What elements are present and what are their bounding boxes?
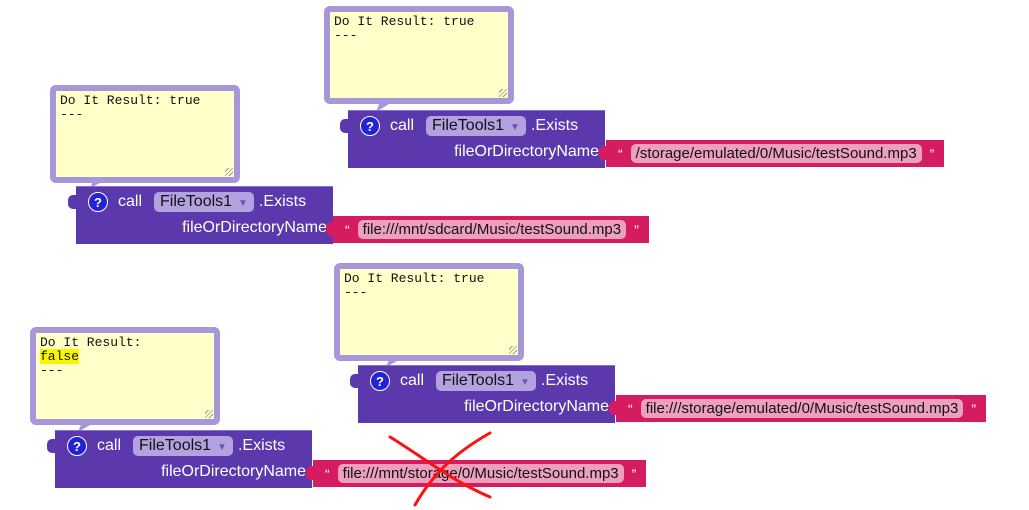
result-separator: --- bbox=[334, 28, 358, 43]
chevron-down-icon: ▼ bbox=[520, 377, 530, 388]
result-title: Do It Result: true bbox=[60, 93, 201, 108]
call-exists-block[interactable]: ? call FileTools1 ▼ .Exists fileOrDirecto… bbox=[47, 430, 312, 488]
help-icon[interactable]: ? bbox=[360, 116, 380, 136]
open-quote: “ bbox=[618, 145, 623, 162]
call-exists-block[interactable]: ? call FileTools1 ▼ .Exists fileOrDirecto… bbox=[350, 365, 615, 423]
close-quote: ” bbox=[631, 465, 637, 482]
open-quote: “ bbox=[345, 221, 350, 238]
param-label: fileOrDirectoryName bbox=[464, 398, 609, 415]
component-name: FileTools1 bbox=[139, 437, 212, 454]
close-quote: ” bbox=[634, 221, 639, 238]
open-quote: “ bbox=[628, 400, 633, 417]
resize-handle-icon[interactable] bbox=[205, 410, 213, 418]
do-it-result-bubble[interactable]: Do It Result: true --- bbox=[324, 6, 514, 104]
result-separator: --- bbox=[60, 107, 84, 122]
component-dropdown[interactable]: FileTools1 ▼ bbox=[436, 371, 536, 391]
red-cross-annotation bbox=[388, 431, 492, 507]
string-connector bbox=[609, 401, 618, 415]
close-quote: ” bbox=[971, 400, 977, 417]
string-value-field[interactable]: file:///mnt/storage/0/Music/testSound.mp… bbox=[337, 464, 624, 483]
text-string-block[interactable]: “ file:///mnt/sdcard/Music/testSound.mp3… bbox=[326, 216, 649, 243]
do-it-result-bubble[interactable]: Do It Result: false --- bbox=[30, 327, 220, 425]
component-dropdown[interactable]: FileTools1 ▼ bbox=[426, 116, 526, 136]
resize-handle-icon[interactable] bbox=[225, 168, 233, 176]
block-connector bbox=[340, 119, 349, 133]
resize-handle-icon[interactable] bbox=[509, 346, 517, 354]
call-label: call bbox=[97, 437, 122, 454]
text-string-block[interactable]: “ file:///mnt/storage/0/Music/testSound.… bbox=[306, 460, 647, 487]
help-icon[interactable]: ? bbox=[370, 371, 390, 391]
string-connector bbox=[326, 222, 335, 236]
block-connector bbox=[47, 439, 56, 453]
help-icon[interactable]: ? bbox=[88, 192, 108, 212]
block-connector bbox=[68, 195, 77, 209]
param-label: fileOrDirectoryName bbox=[182, 219, 327, 236]
result-separator: --- bbox=[40, 363, 64, 378]
method-label: .Exists bbox=[530, 117, 579, 134]
result-title: Do It Result: true bbox=[344, 271, 485, 286]
param-label: fileOrDirectoryName bbox=[161, 463, 306, 480]
call-exists-block[interactable]: ? call FileTools1 ▼ .Exists fileOrDirecto… bbox=[340, 110, 605, 168]
string-value-field[interactable]: /storage/emulated/0/Music/testSound.mp3 bbox=[630, 144, 922, 163]
chevron-down-icon: ▼ bbox=[238, 198, 248, 209]
text-string-block[interactable]: “ /storage/emulated/0/Music/testSound.mp… bbox=[599, 140, 945, 167]
component-name: FileTools1 bbox=[160, 193, 233, 210]
method-label: .Exists bbox=[237, 437, 286, 454]
call-label: call bbox=[400, 372, 425, 389]
do-it-result-bubble[interactable]: Do It Result: true --- bbox=[50, 85, 240, 183]
block-connector bbox=[350, 374, 359, 388]
string-connector bbox=[599, 146, 608, 160]
string-value-field[interactable]: file:///storage/emulated/0/Music/testSou… bbox=[640, 399, 964, 418]
chevron-down-icon: ▼ bbox=[217, 442, 227, 453]
call-label: call bbox=[118, 193, 143, 210]
component-name: FileTools1 bbox=[432, 117, 505, 134]
chevron-down-icon: ▼ bbox=[510, 122, 520, 133]
result-title: Do It Result: true bbox=[334, 14, 475, 29]
close-quote: ” bbox=[929, 145, 935, 162]
do-it-result-bubble[interactable]: Do It Result: true --- bbox=[334, 263, 524, 361]
resize-handle-icon[interactable] bbox=[499, 89, 507, 97]
open-quote: “ bbox=[325, 465, 330, 482]
string-connector bbox=[306, 466, 315, 480]
call-label: call bbox=[390, 117, 415, 134]
call-exists-block[interactable]: ? call FileTools1 ▼ .Exists fileOrDirecto… bbox=[68, 186, 333, 244]
string-value-field[interactable]: file:///mnt/sdcard/Music/testSound.mp3 bbox=[357, 220, 627, 239]
param-label: fileOrDirectoryName bbox=[454, 143, 599, 160]
method-label: .Exists bbox=[258, 193, 307, 210]
help-icon[interactable]: ? bbox=[67, 436, 87, 456]
result-separator: --- bbox=[344, 285, 368, 300]
component-dropdown[interactable]: FileTools1 ▼ bbox=[154, 192, 254, 212]
result-highlight: false bbox=[40, 349, 80, 364]
method-label: .Exists bbox=[540, 372, 589, 389]
component-name: FileTools1 bbox=[442, 372, 515, 389]
result-title: Do It Result: bbox=[40, 335, 142, 350]
text-string-block[interactable]: “ file:///storage/emulated/0/Music/testS… bbox=[609, 395, 987, 422]
component-dropdown[interactable]: FileTools1 ▼ bbox=[133, 436, 233, 456]
